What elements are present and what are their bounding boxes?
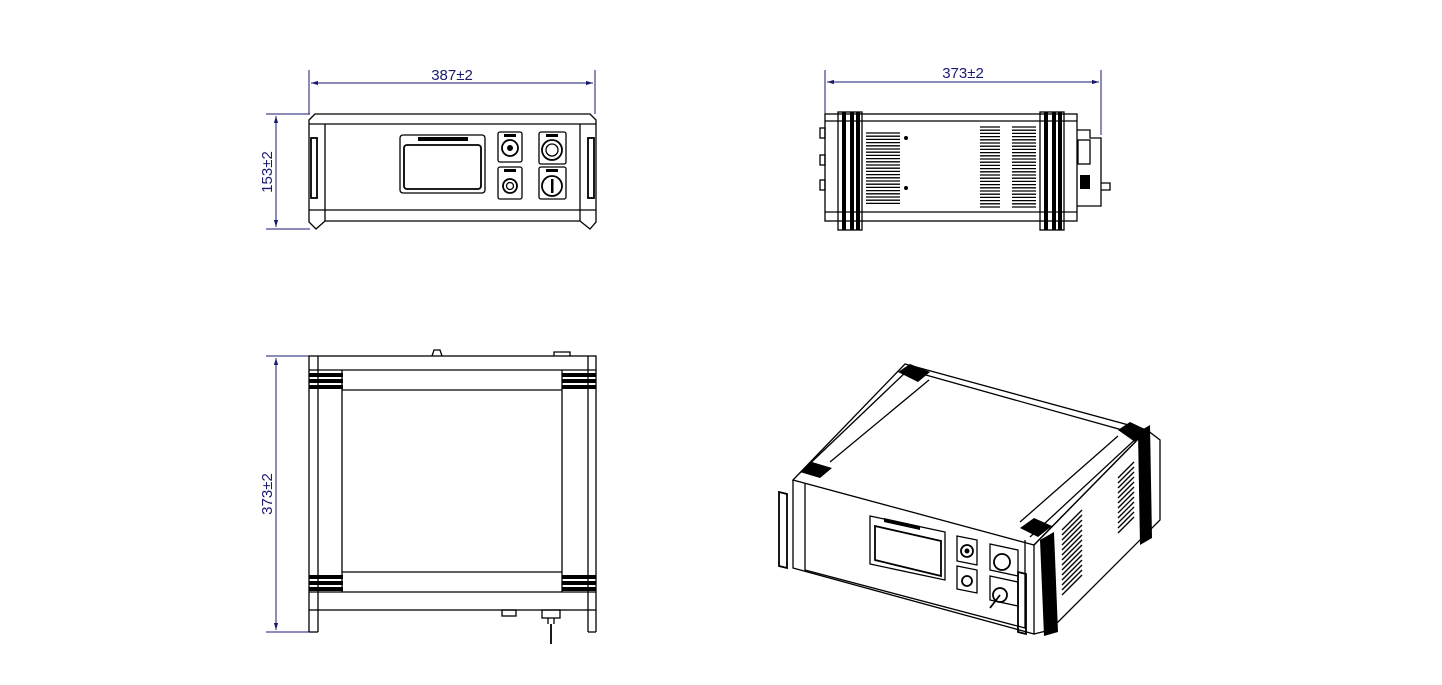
front-height-dimension: 153±2 [259, 113, 310, 230]
vent-slot [1061, 574, 1083, 596]
side-view: 373±2 [819, 65, 1111, 231]
vent-slot [1061, 564, 1083, 586]
vent-slot [1061, 529, 1083, 551]
vent-slot [1117, 466, 1135, 484]
side-chassis [819, 111, 1111, 231]
corner-band [562, 575, 596, 579]
corner-band [562, 385, 596, 389]
front-view: 387±2 153±2 [259, 67, 597, 230]
top-depth-label: 373±2 [259, 473, 276, 515]
corner-band [309, 581, 343, 585]
vent-slot [1117, 501, 1135, 519]
vent-slot [1061, 544, 1083, 566]
front-display-screen [399, 134, 486, 194]
vent-slot [1061, 534, 1083, 556]
vent-slot [1061, 549, 1083, 571]
vent-slot [1061, 554, 1083, 576]
corner-band [309, 385, 343, 389]
right-handle [587, 137, 595, 199]
front-chassis [308, 113, 597, 230]
vent-slot [1061, 559, 1083, 581]
side-depth-dimension: 373±2 [824, 65, 1102, 135]
vent-slot [1061, 519, 1083, 541]
vent-slot [1117, 461, 1135, 479]
side-vent-left [866, 132, 900, 205]
vent-slot [1117, 481, 1135, 499]
top-chassis [308, 349, 597, 644]
vent-slot [1117, 511, 1135, 529]
isometric-view [778, 363, 1161, 636]
vent-slot [1117, 516, 1135, 534]
front-controls [497, 131, 567, 200]
vent-slot [1117, 486, 1135, 504]
vent-slot [1117, 506, 1135, 524]
front-width-label: 387±2 [431, 67, 473, 84]
vent-slot [1117, 476, 1135, 494]
iso-side-vents [1061, 461, 1135, 596]
vent-slot [1117, 491, 1135, 509]
front-width-dimension: 387±2 [308, 67, 596, 114]
vent-slot [1061, 509, 1083, 531]
side-vent-far [1012, 126, 1036, 208]
side-vent-right [980, 126, 1000, 208]
side-screw-bottom [904, 186, 908, 190]
vent-slot [1117, 496, 1135, 514]
left-handle [310, 137, 318, 199]
top-depth-dimension: 373±2 [259, 355, 310, 633]
iso-controls [956, 535, 1019, 609]
corner-band [309, 587, 343, 591]
corner-band [562, 379, 596, 383]
corner-band [562, 581, 596, 585]
top-view: 373±2 [259, 349, 597, 644]
corner-band [309, 379, 343, 383]
side-depth-label: 373±2 [942, 65, 984, 82]
vent-slot [1061, 514, 1083, 536]
front-height-label: 153±2 [259, 151, 276, 193]
corner-band [309, 373, 343, 377]
vent-slot [1061, 569, 1083, 591]
corner-band [562, 587, 596, 591]
panel-title-mark [418, 137, 468, 141]
vent-slot [1061, 524, 1083, 546]
vent-slot [1117, 471, 1135, 489]
corner-band [562, 373, 596, 377]
vent-slot [1061, 539, 1083, 561]
iso-display-screen [869, 515, 946, 581]
side-screw-top [904, 136, 908, 140]
corner-band [309, 575, 343, 579]
